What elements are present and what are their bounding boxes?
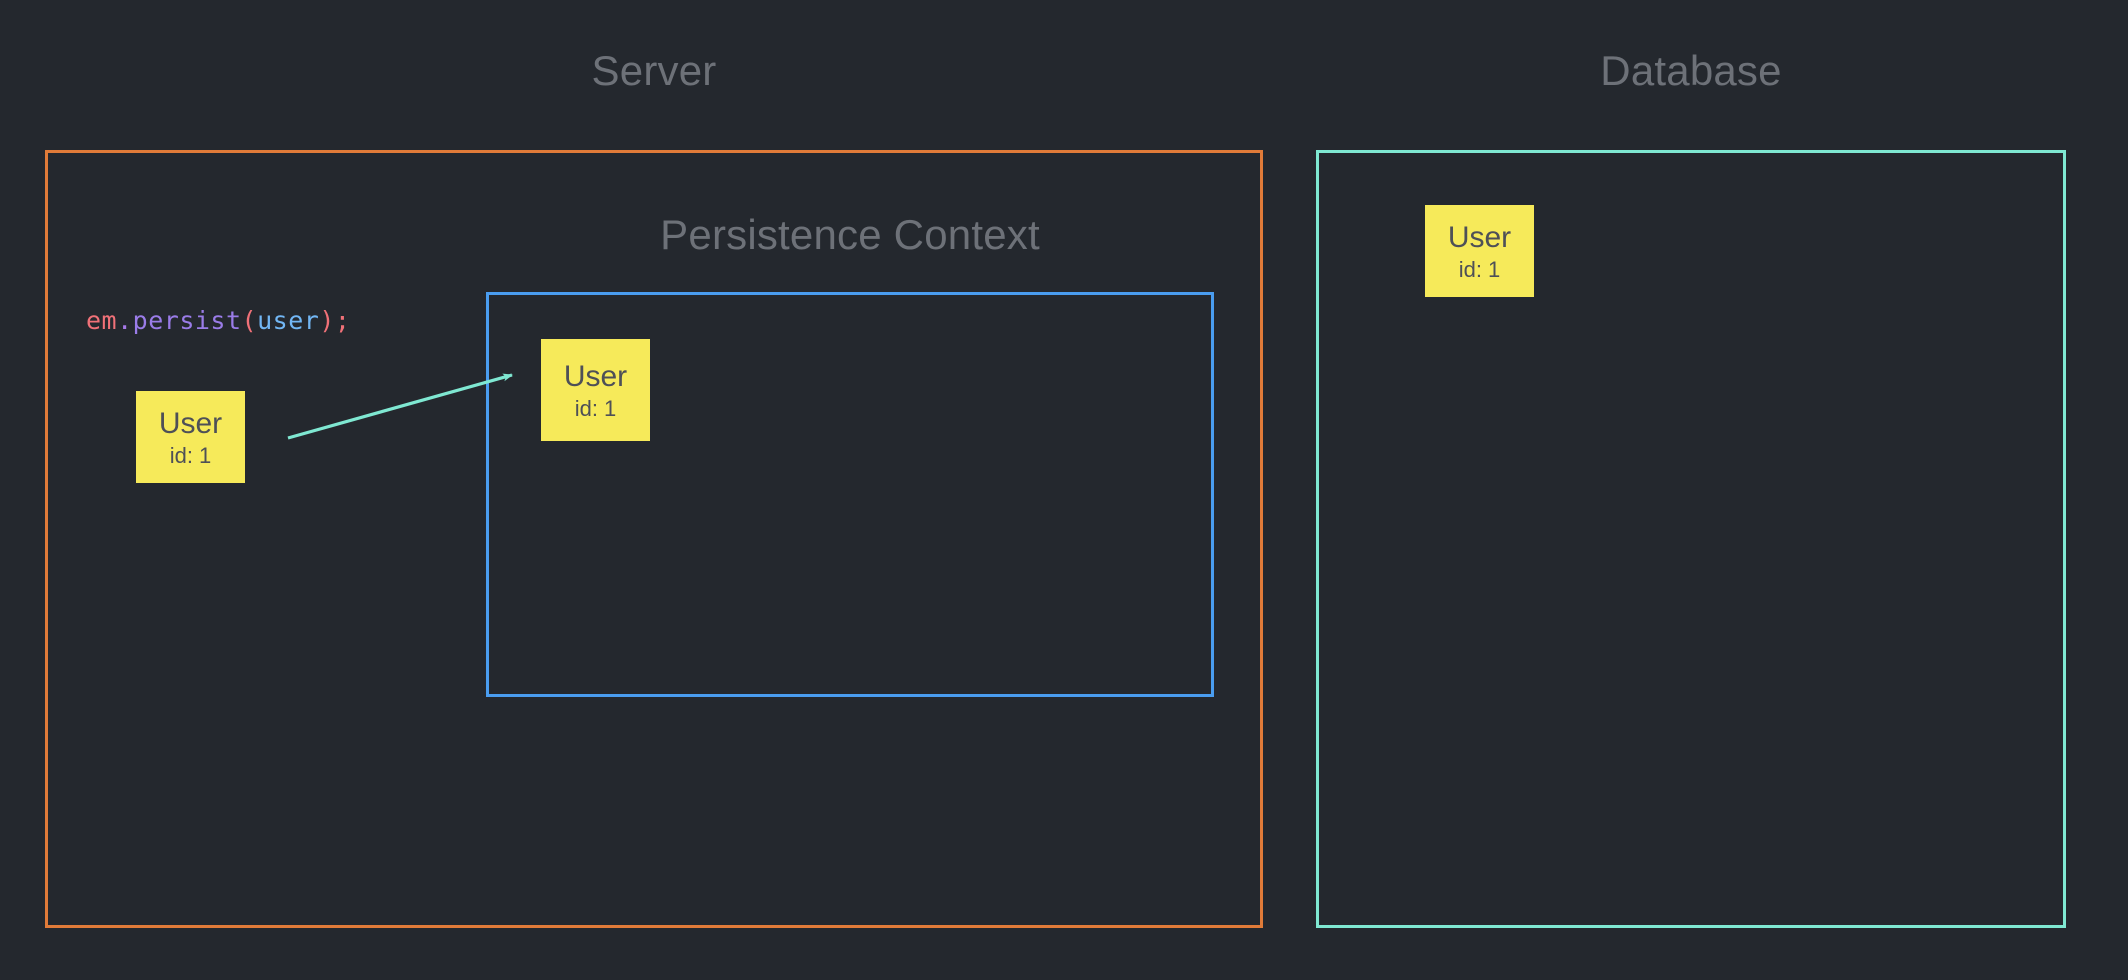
database-container bbox=[1316, 150, 2066, 928]
entity-name: User bbox=[158, 407, 223, 440]
code-token-semicolon: ; bbox=[334, 306, 351, 335]
entity-name: User bbox=[1447, 221, 1512, 254]
code-token-close-paren: ) bbox=[319, 306, 335, 335]
code-token-method: persist bbox=[132, 306, 242, 335]
code-token-argument: user bbox=[257, 306, 320, 335]
code-token-object: em bbox=[86, 306, 118, 335]
entity-attribute: id: 1 bbox=[574, 396, 617, 421]
persistence-context-title: Persistence Context bbox=[660, 211, 1040, 258]
persistence-context-container bbox=[486, 292, 1214, 697]
server-region-title: Server bbox=[591, 47, 717, 94]
entity-attribute: id: 1 bbox=[1458, 257, 1501, 282]
code-token-open-paren: ( bbox=[241, 306, 258, 335]
code-token-dot: . bbox=[117, 306, 133, 335]
entity-card-database-user: User id: 1 bbox=[1425, 205, 1534, 297]
entity-card-detached-user: User id: 1 bbox=[136, 391, 245, 483]
entity-card-managed-user: User id: 1 bbox=[541, 339, 650, 441]
code-snippet: em.persist(user); bbox=[86, 306, 350, 335]
server-container bbox=[45, 150, 1263, 928]
entity-attribute: id: 1 bbox=[169, 443, 212, 468]
entity-name: User bbox=[563, 360, 628, 393]
database-region-title: Database bbox=[1600, 47, 1782, 94]
